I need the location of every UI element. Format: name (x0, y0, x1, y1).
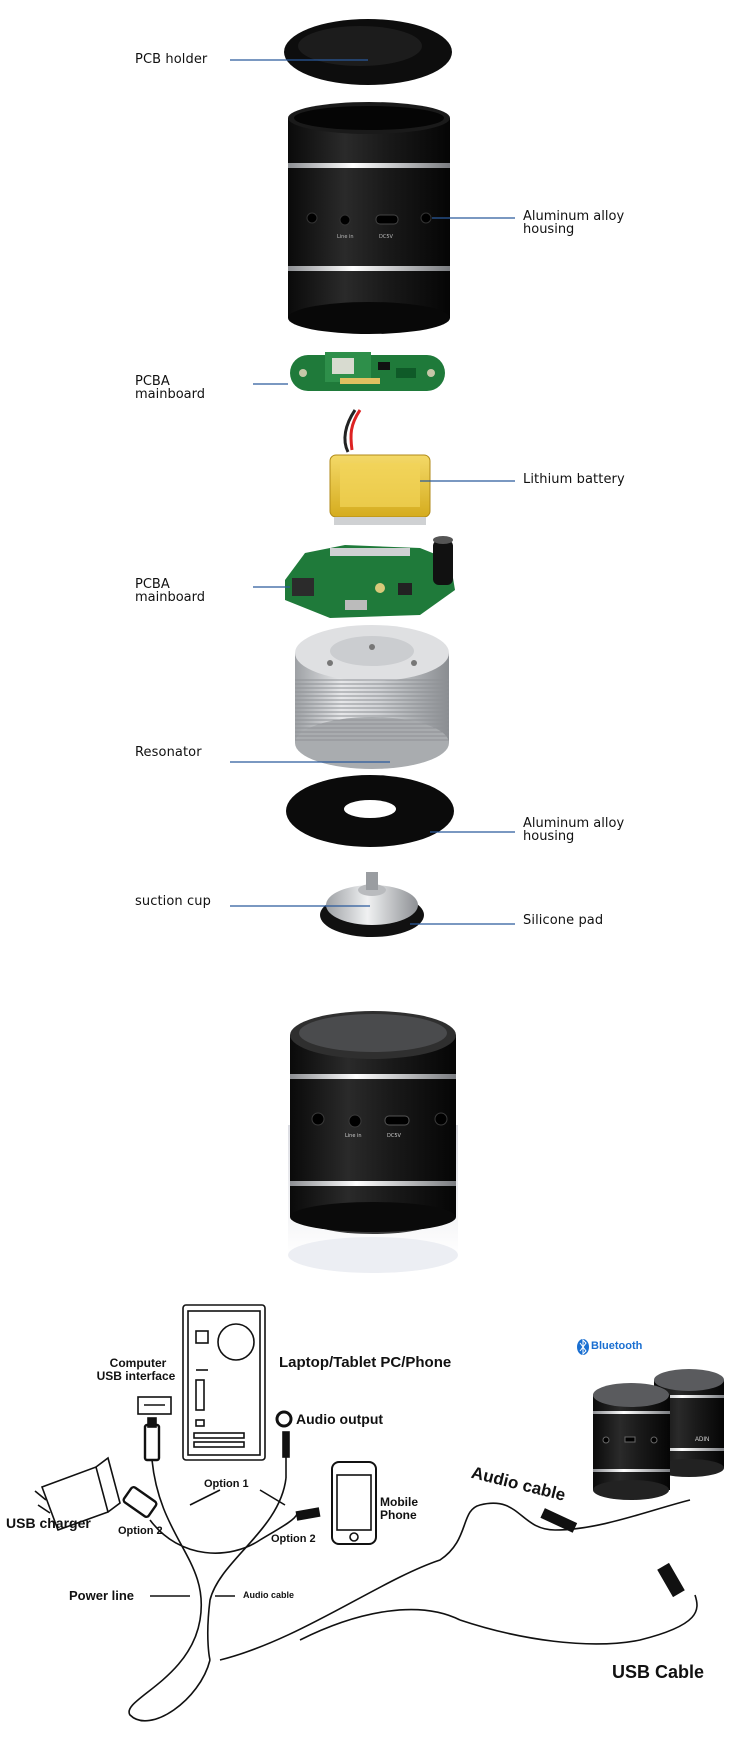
label-pcba-top-line2: mainboard (135, 387, 206, 402)
label-aluminum-housing-top-line1: Aluminum alloy (523, 209, 625, 224)
connection-diagram (34, 1304, 698, 1722)
aluminum-housing-cylinder (288, 102, 450, 334)
label-pcba-bottom-line2: mainboard (135, 590, 206, 605)
pcb-holder-disc (284, 19, 452, 85)
pcba-mainboard-bottom (285, 536, 455, 618)
label-pcb-holder: PCB holder (135, 52, 208, 67)
label-audio-cable-small: Audio cable (243, 1590, 295, 1600)
brand-logo: ADIN (695, 1437, 710, 1443)
label-bluetooth: Bluetooth (591, 1340, 643, 1352)
product-photo (288, 1011, 458, 1273)
label-option2-left: Option 2 (118, 1525, 163, 1537)
bluetooth-speakers-photo (593, 1369, 724, 1500)
label-usb-interface: USB interface (96, 1369, 176, 1383)
label-pcba-bottom-line1: PCBA (135, 577, 170, 592)
label-silicone-pad: Silicone pad (523, 913, 604, 928)
product-port-line-in: Line in (345, 1133, 362, 1139)
label-option1: Option 1 (204, 1478, 249, 1490)
label-laptop-tablet-phone: Laptop/Tablet PC/Phone (279, 1354, 452, 1371)
label-aluminum-housing-bottom-line1: Aluminum alloy (523, 816, 625, 831)
leader-lines (230, 59, 515, 925)
label-pcba-top-line1: PCBA (135, 374, 170, 389)
product-port-dc5v: DC5V (387, 1133, 401, 1139)
suction-cup-assembly (320, 872, 424, 937)
label-lithium-battery: Lithium battery (523, 472, 625, 487)
label-resonator: Resonator (135, 745, 202, 760)
label-aluminum-housing-bottom-line2: housing (523, 829, 575, 844)
label-usb-charger: USB charger (6, 1515, 91, 1531)
label-option2-right: Option 2 (271, 1533, 316, 1545)
pcba-mainboard-top (290, 352, 445, 391)
label-audio-output: Audio output (296, 1411, 384, 1427)
lithium-battery (329, 409, 431, 525)
housing-port-dc5v: DC5V (379, 234, 393, 240)
label-aluminum-housing-top-line2: housing (523, 222, 575, 237)
label-computer: Computer (109, 1356, 167, 1370)
label-usb-cable: USB Cable (612, 1662, 705, 1682)
label-suction-cup: suction cup (135, 894, 211, 909)
housing-port-line-in: Line in (337, 234, 354, 240)
label-phone: Phone (380, 1508, 417, 1522)
label-power-line: Power line (69, 1588, 135, 1603)
aluminum-housing-ring (286, 775, 454, 847)
bluetooth-logo (577, 1338, 589, 1356)
resonator (295, 625, 449, 769)
label-mobile: Mobile (380, 1495, 418, 1509)
